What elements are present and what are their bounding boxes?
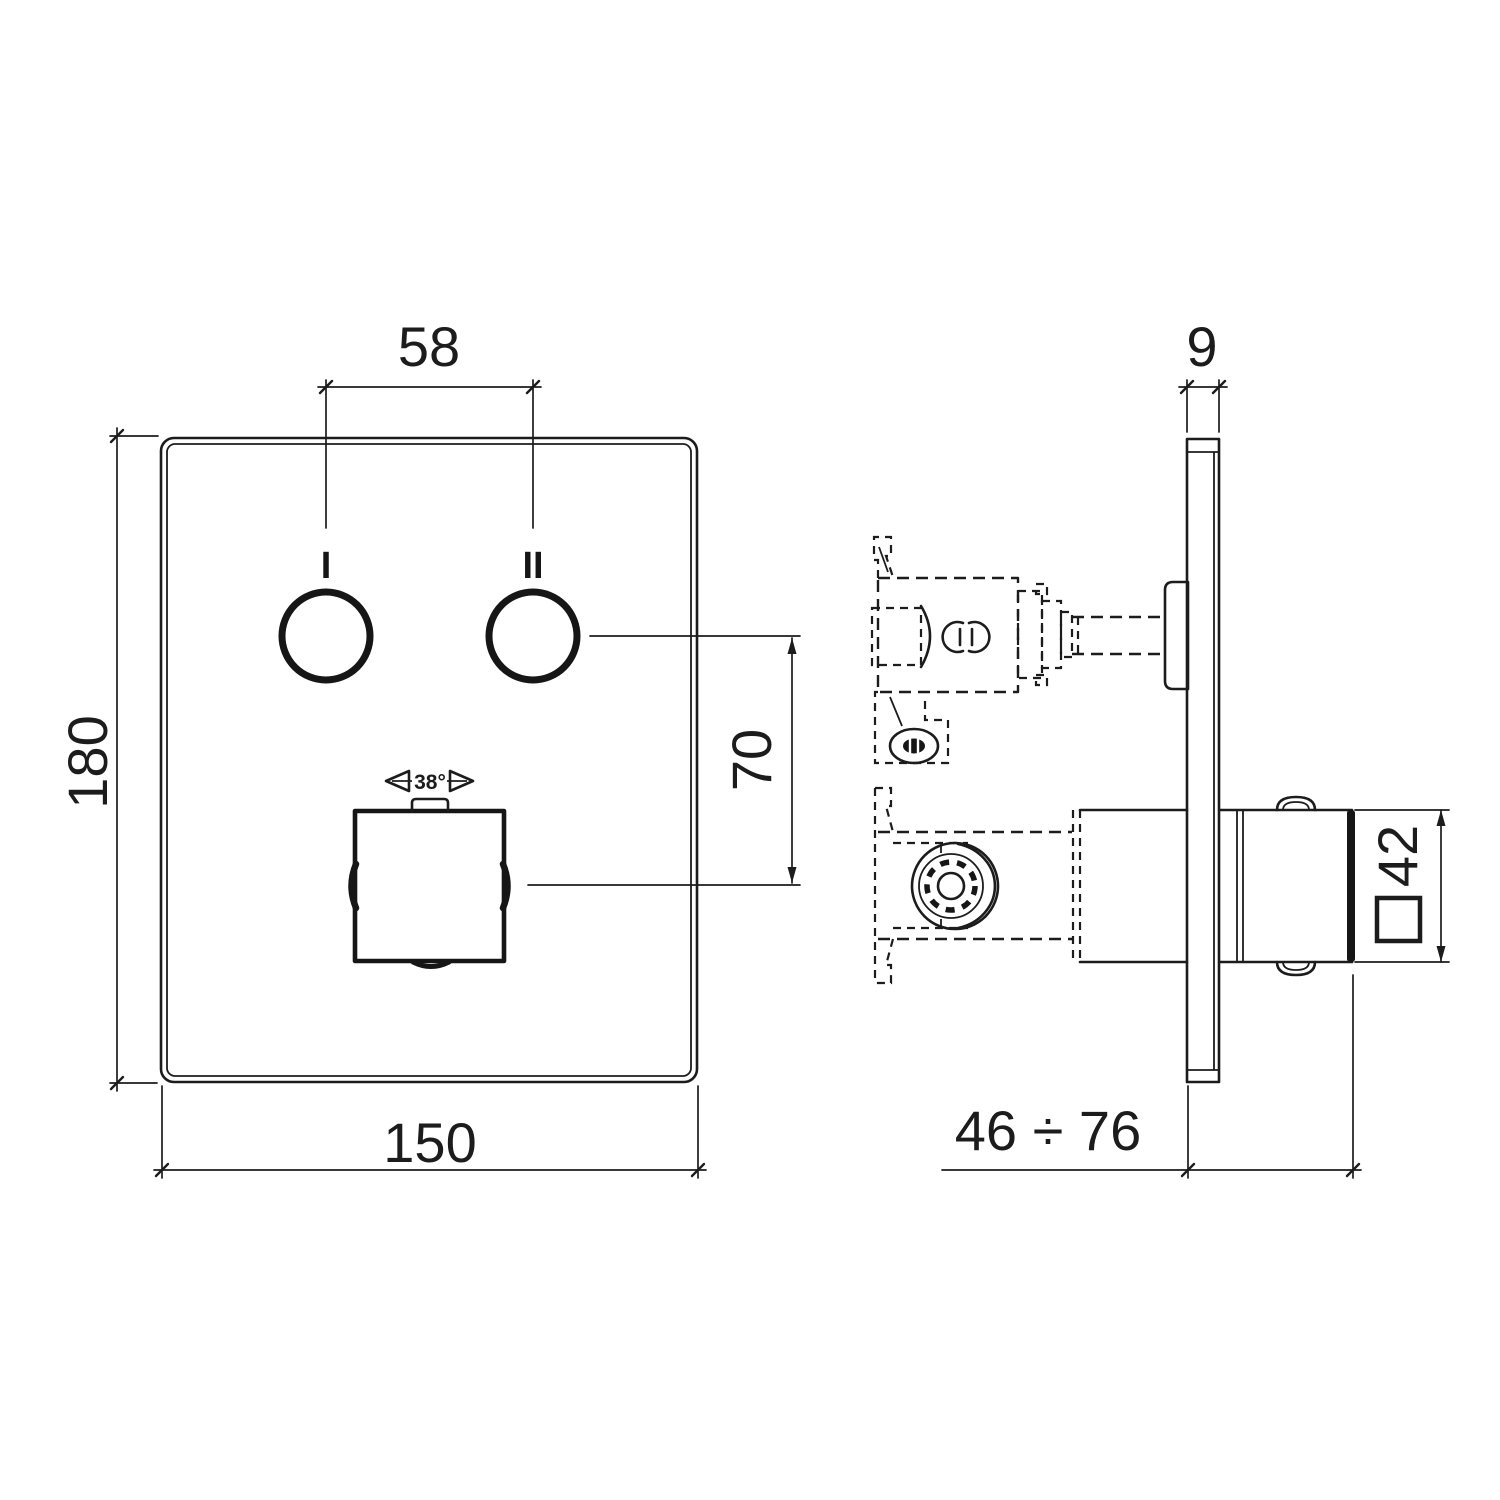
rosette-center-circle — [936, 871, 966, 901]
dim-plate-thickness: 9 — [1178, 315, 1228, 433]
temp-stop-label: 38° — [414, 771, 446, 794]
side-knob — [1218, 795, 1355, 977]
side-plate-slab — [1185, 437, 1221, 1084]
side-view — [870, 437, 1355, 1084]
rosette-outer-circle — [910, 841, 1000, 931]
ring-left — [941, 620, 965, 654]
dim-150-text: 150 — [383, 1111, 476, 1174]
square-symbol-icon — [1374, 895, 1423, 944]
knob-right-grip — [499, 860, 511, 912]
rosette-outer-bulge — [956, 842, 997, 930]
dim-plate-height: 180 — [56, 427, 159, 1092]
screw-head-outline — [888, 727, 940, 765]
side-plate — [1185, 437, 1221, 1084]
dim-button-offset: 70 — [527, 635, 801, 886]
dim-42-text: 42 — [1366, 825, 1429, 887]
cartridge-notch-bottom — [1034, 673, 1049, 687]
lower-wall-tab-bottom — [875, 938, 895, 985]
dim-handle-size: 42 — [1354, 809, 1450, 963]
lower-wall-tab-top — [875, 786, 895, 833]
upper-tab-slot — [878, 546, 889, 573]
upper-wall-tab-bottom — [873, 690, 950, 765]
temp-stop-indicator: 38° — [384, 769, 475, 794]
dim-9-text: 9 — [1186, 315, 1217, 378]
cartridge-step-1 — [1016, 589, 1044, 680]
button-2-label: II — [522, 545, 543, 587]
side-knob-top-bump-inner — [1282, 801, 1310, 811]
side-knob-bottom-bump — [1275, 960, 1317, 977]
ring-right — [967, 620, 991, 654]
button-flange — [1163, 580, 1190, 691]
dim-button-spacing: 58 — [317, 315, 542, 529]
knob-top-tab — [410, 797, 450, 813]
valve-body-box — [876, 576, 1020, 694]
cartridge-notch-top — [1034, 582, 1049, 596]
cartridge-step-3 — [1059, 610, 1074, 659]
valve-inner-box — [870, 606, 923, 667]
dim-46-76-text: 46 ÷ 76 — [955, 1099, 1141, 1162]
front-view: I II 38° — [159, 436, 699, 1084]
front-plate-outline — [159, 436, 699, 1084]
button-1-label: I — [321, 545, 332, 587]
dim-install-depth: 46 ÷ 76 — [941, 974, 1362, 1179]
knob-left-grip — [348, 860, 360, 912]
dim-58-text: 58 — [398, 315, 460, 378]
valve-body-upper — [870, 535, 1190, 765]
dim-plate-width: 150 — [153, 1085, 707, 1179]
side-knob-bottom-bump-inner — [1282, 961, 1310, 971]
side-view-dimensions: 9 42 46 ÷ 76 — [941, 315, 1450, 1179]
button-1-circle — [278, 588, 374, 684]
front-plate-inner-edge — [166, 443, 692, 1077]
button-2-circle — [485, 588, 581, 684]
valve-body-lower — [873, 786, 1189, 985]
thermostat-knob-front — [352, 808, 507, 964]
rosette-mid-circle — [918, 853, 984, 919]
screw-slot — [903, 738, 925, 754]
dim-70-text: 70 — [720, 729, 783, 791]
dim-180-text: 180 — [56, 715, 119, 808]
side-knob-front-face — [1347, 810, 1355, 962]
side-knob-top-bump — [1275, 795, 1317, 812]
valve-inner-arc — [919, 604, 932, 669]
upper-wall-tab-top — [872, 535, 895, 578]
knob-bottom-grip — [410, 959, 452, 969]
tab-slot-line — [889, 696, 903, 727]
cartridge-step-2 — [1040, 599, 1063, 670]
front-view-dimensions: 58 180 150 70 — [56, 315, 801, 1179]
rosette-dashed-ring — [924, 859, 978, 913]
